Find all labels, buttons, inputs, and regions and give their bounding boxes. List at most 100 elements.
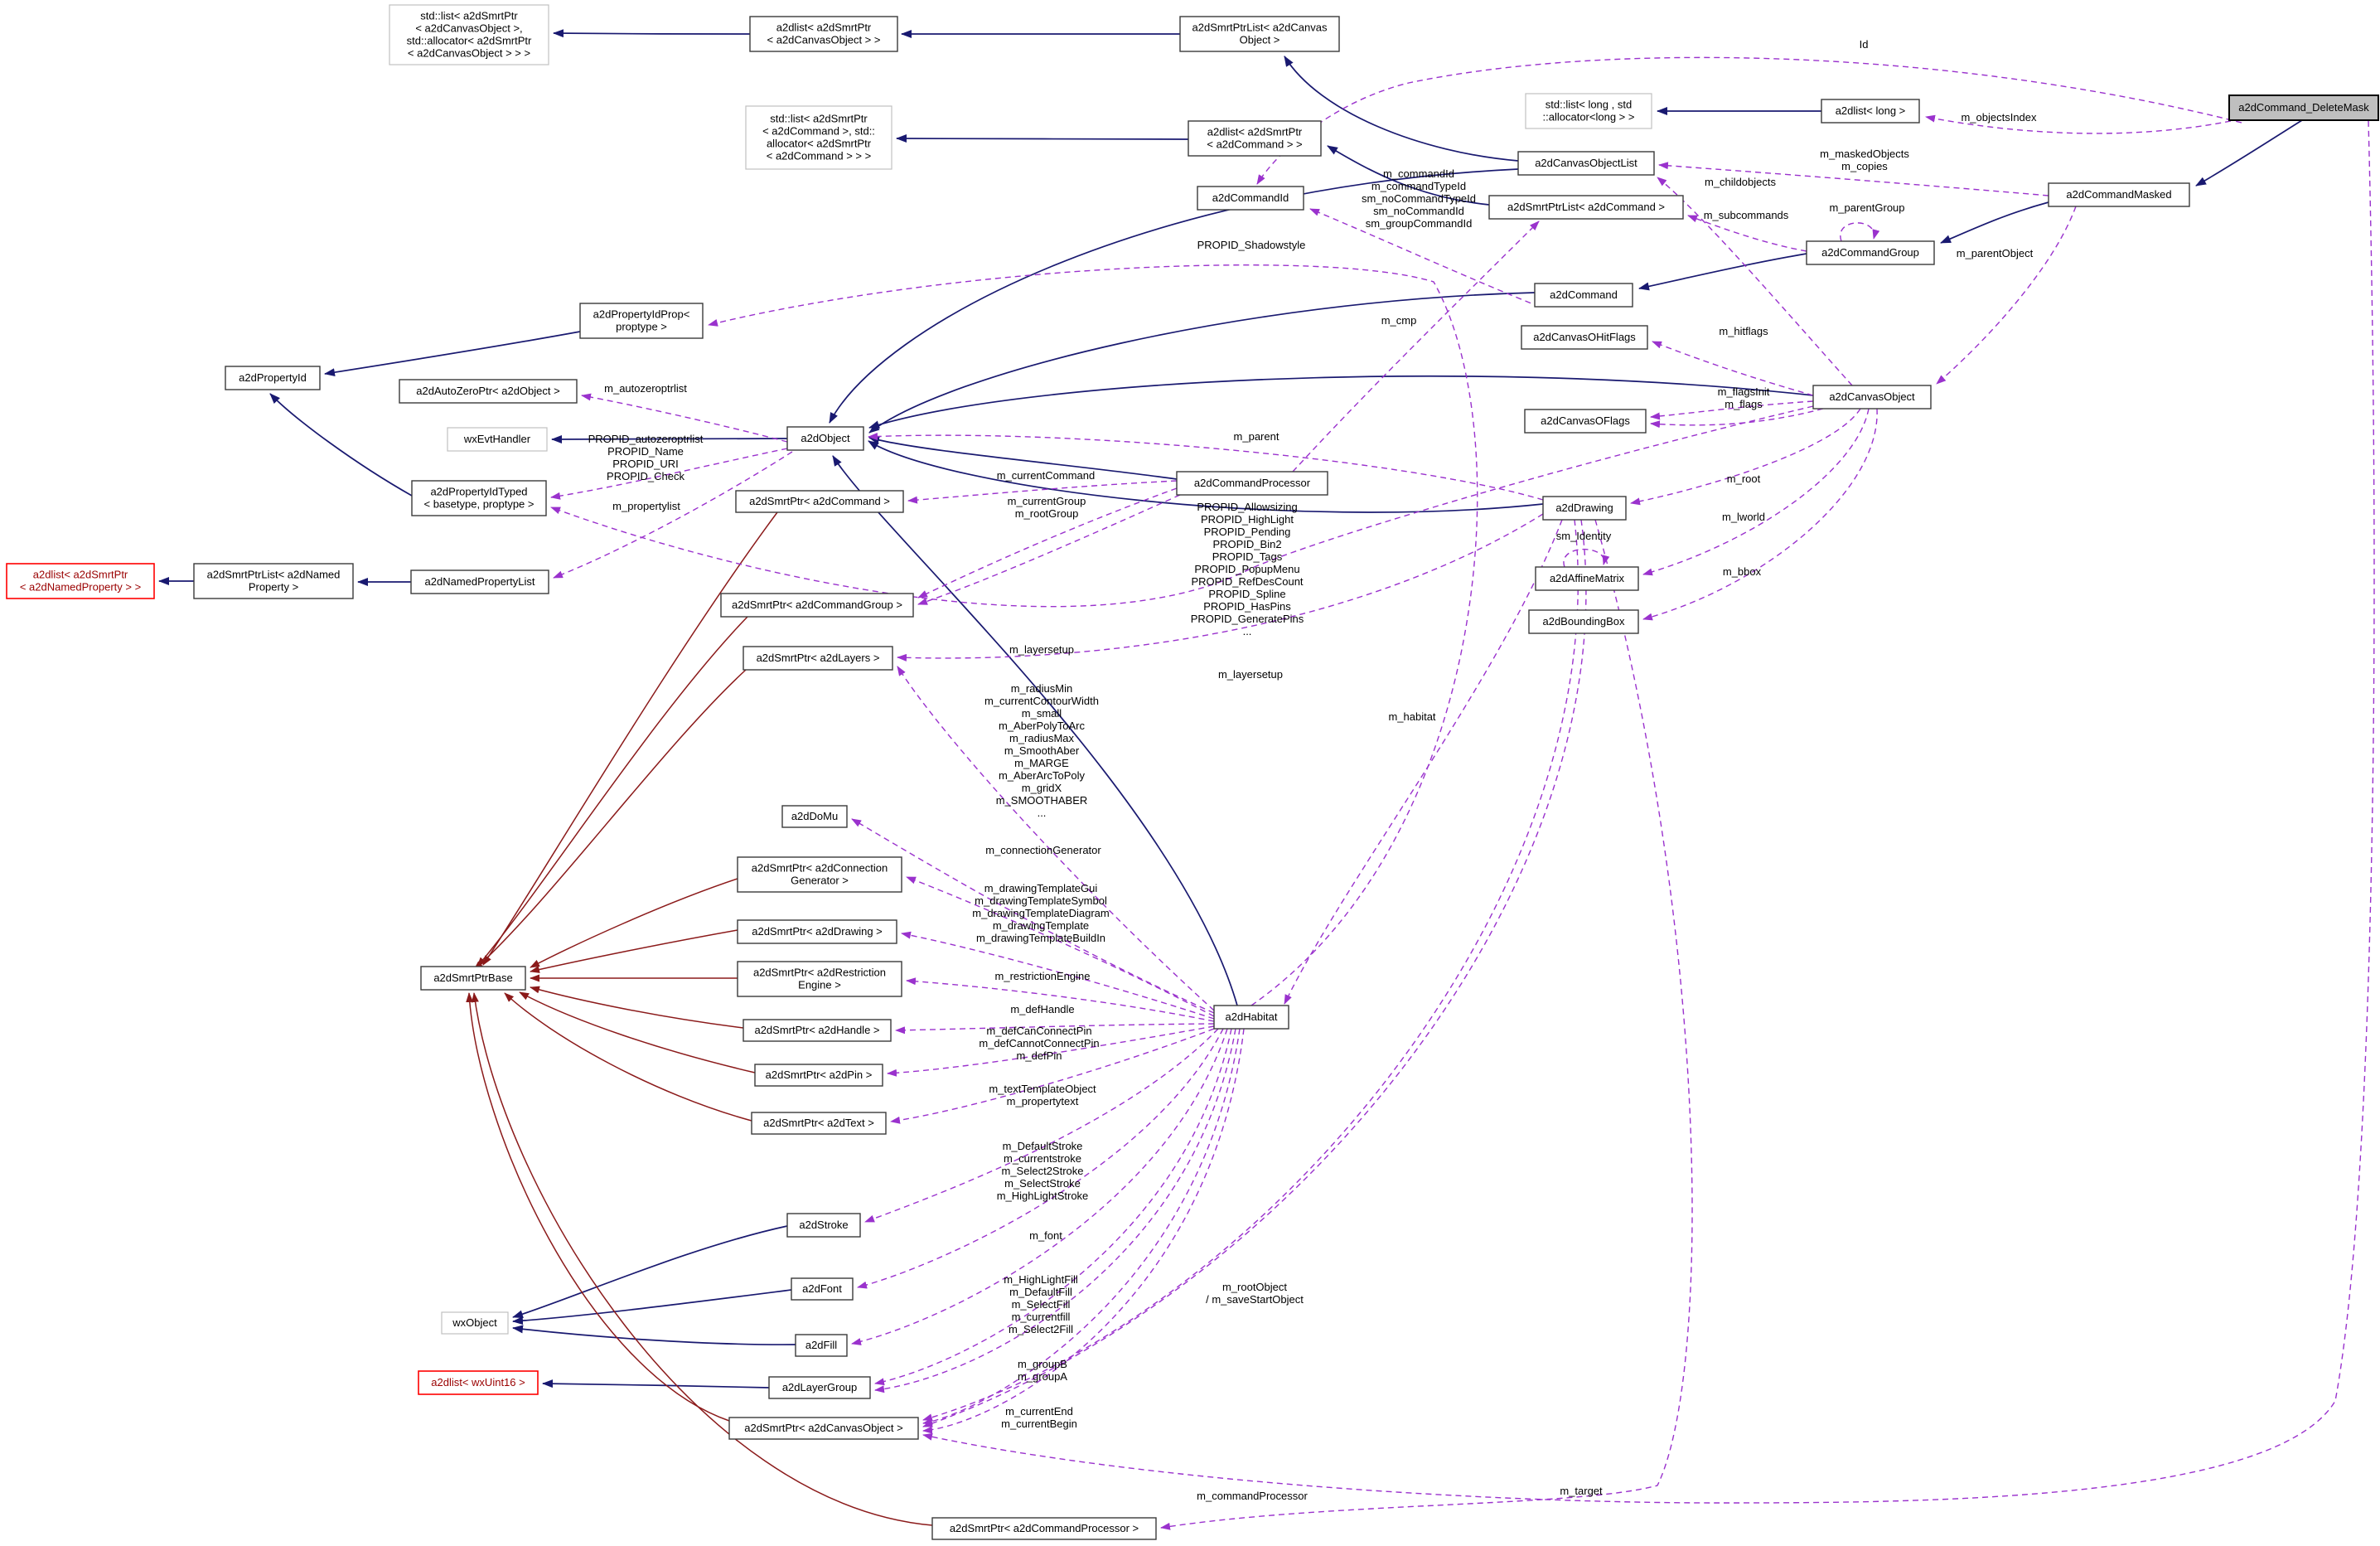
node-box-a2dsmrtptr-commandgroup[interactable] xyxy=(720,593,914,618)
node-a2dcommandgroup[interactable]: a2dCommandGroup xyxy=(1806,240,1935,265)
node-a2dpropertyidtyped[interactable]: a2dPropertyIdTyped< basetype, proptype > xyxy=(411,480,547,516)
node-a2dcommandmasked[interactable]: a2dCommandMasked xyxy=(2048,182,2190,207)
node-box-a2dsmrtptr-pin[interactable] xyxy=(754,1064,883,1087)
node-a2dobject[interactable]: a2dObject xyxy=(786,426,864,451)
node-a2dstroke[interactable]: a2dStroke xyxy=(786,1213,861,1238)
node-box-a2dcommandprocessor[interactable] xyxy=(1176,471,1328,496)
node-box-a2dstroke[interactable] xyxy=(786,1213,861,1238)
node-box-a2dfont[interactable] xyxy=(791,1277,854,1301)
node-box-a2dlist-wxuint16[interactable] xyxy=(418,1370,539,1395)
node-a2dcommand[interactable]: a2dCommand xyxy=(1534,283,1633,308)
node-box-a2dsmrtptr-text[interactable] xyxy=(751,1112,887,1135)
node-box-a2dlist-long[interactable] xyxy=(1821,99,1920,124)
node-a2dlist-wxuint16[interactable]: a2dlist< wxUint16 > xyxy=(418,1370,539,1395)
node-box-a2dpropertyidtyped[interactable] xyxy=(411,480,547,516)
node-box-a2dobject[interactable] xyxy=(786,426,864,451)
node-box-a2dautozeroptr[interactable] xyxy=(399,379,578,404)
node-box-std-list-long[interactable] xyxy=(1525,93,1652,129)
node-box-a2dlist-command[interactable] xyxy=(1188,120,1322,157)
node-a2dsmrtptr-drawing[interactable]: a2dSmrtPtr< a2dDrawing > xyxy=(737,919,897,944)
node-a2dnamedpropertylist[interactable]: a2dNamedPropertyList xyxy=(410,569,549,594)
node-box-a2dsmrtptr-handle[interactable] xyxy=(743,1019,892,1042)
node-box-a2dcommand[interactable] xyxy=(1534,283,1633,308)
node-box-a2dsmrtptr-restrictionengine[interactable] xyxy=(737,961,902,997)
node-box-a2dsmrtptr-canvasobject[interactable] xyxy=(728,1417,919,1440)
node-a2dpropertyid[interactable]: a2dPropertyId xyxy=(225,366,321,390)
node-box-a2dlayergroup[interactable] xyxy=(768,1376,871,1399)
node-a2dsmrtptrlist-command[interactable]: a2dSmrtPtrList< a2dCommand > xyxy=(1488,195,1684,220)
node-box-a2dcommand-deletemask[interactable] xyxy=(2228,95,2379,121)
node-a2ddomu[interactable]: a2dDoMu xyxy=(781,805,848,828)
node-box-a2daffinematrix[interactable] xyxy=(1535,566,1639,591)
node-box-a2dlist-namedproperty[interactable] xyxy=(6,563,155,599)
node-a2dsmrtptr-commandgroup[interactable]: a2dSmrtPtr< a2dCommandGroup > xyxy=(720,593,914,618)
node-a2dlist-command[interactable]: a2dlist< a2dSmrtPtr< a2dCommand > > xyxy=(1188,120,1322,157)
node-std-list-canvasobject[interactable]: std::list< a2dSmrtPtr< a2dCanvasObject >… xyxy=(389,4,549,65)
node-box-a2dsmrtptr-command[interactable] xyxy=(735,490,904,513)
node-box-a2ddrawing[interactable] xyxy=(1542,496,1627,521)
node-box-a2dhabitat[interactable] xyxy=(1213,1005,1289,1030)
node-box-a2dlist-canvasobject[interactable] xyxy=(749,16,898,52)
node-box-a2dnamedpropertylist[interactable] xyxy=(410,569,549,594)
node-a2dautozeroptr[interactable]: a2dAutoZeroPtr< a2dObject > xyxy=(399,379,578,404)
node-box-a2dcommandid[interactable] xyxy=(1197,186,1304,211)
node-box-a2dpropertyid[interactable] xyxy=(225,366,321,390)
node-a2dcommand-deletemask[interactable]: a2dCommand_DeleteMask xyxy=(2228,95,2379,121)
node-a2dcanvasobjectlist[interactable]: a2dCanvasObjectList xyxy=(1517,151,1655,176)
node-a2dsmrtptr-command[interactable]: a2dSmrtPtr< a2dCommand > xyxy=(735,490,904,513)
node-a2dlist-namedproperty[interactable]: a2dlist< a2dSmrtPtr< a2dNamedProperty > … xyxy=(6,563,155,599)
node-box-a2dcanvasobject[interactable] xyxy=(1812,385,1932,410)
node-box-a2dcanvasohitflags[interactable] xyxy=(1521,325,1648,350)
node-a2dsmrtptrbase[interactable]: a2dSmrtPtrBase xyxy=(420,966,526,991)
node-box-a2dcanvasobjectlist[interactable] xyxy=(1517,151,1655,176)
node-box-wxevthandler[interactable] xyxy=(447,427,548,452)
node-std-list-long[interactable]: std::list< long , std::allocator<long > … xyxy=(1525,93,1652,129)
node-a2dfont[interactable]: a2dFont xyxy=(791,1277,854,1301)
node-box-a2dsmrtptr-drawing[interactable] xyxy=(737,919,897,944)
node-a2dcanvasohitflags[interactable]: a2dCanvasOHitFlags xyxy=(1521,325,1648,350)
node-a2dsmrtptr-handle[interactable]: a2dSmrtPtr< a2dHandle > xyxy=(743,1019,892,1042)
node-a2dcommandid[interactable]: a2dCommandId xyxy=(1197,186,1304,211)
node-box-a2dsmrtptr-commandprocessor[interactable] xyxy=(931,1517,1157,1540)
node-box-std-list-canvasobject[interactable] xyxy=(389,4,549,65)
node-std-list-command[interactable]: std::list< a2dSmrtPtr< a2dCommand >, std… xyxy=(745,105,892,170)
node-a2dcommandprocessor[interactable]: a2dCommandProcessor xyxy=(1176,471,1328,496)
node-a2daffinematrix[interactable]: a2dAffineMatrix xyxy=(1535,566,1639,591)
node-box-a2ddomu[interactable] xyxy=(781,805,848,828)
node-box-a2dsmrtptr-connectiongenerator[interactable] xyxy=(737,856,902,893)
node-a2dfill[interactable]: a2dFill xyxy=(795,1334,848,1357)
node-box-a2dboundingbox[interactable] xyxy=(1528,609,1639,634)
node-a2dhabitat[interactable]: a2dHabitat xyxy=(1213,1005,1289,1030)
node-a2dsmrtptr-canvasobject[interactable]: a2dSmrtPtr< a2dCanvasObject > xyxy=(728,1417,919,1440)
node-box-a2dsmrtptrlist-namedproperty[interactable] xyxy=(193,563,354,599)
node-box-a2dsmrtptrlist-canvasobject[interactable] xyxy=(1179,16,1340,52)
node-box-std-list-command[interactable] xyxy=(745,105,892,170)
node-box-a2dcommandgroup[interactable] xyxy=(1806,240,1935,265)
node-box-a2dpropertyidprop[interactable] xyxy=(579,303,704,339)
node-box-wxobject[interactable] xyxy=(441,1311,509,1335)
node-box-a2dcommandmasked[interactable] xyxy=(2048,182,2190,207)
node-a2dsmrtptr-commandprocessor[interactable]: a2dSmrtPtr< a2dCommandProcessor > xyxy=(931,1517,1157,1540)
node-wxobject[interactable]: wxObject xyxy=(441,1311,509,1335)
node-box-a2dsmrtptrlist-command[interactable] xyxy=(1488,195,1684,220)
node-a2dlist-long[interactable]: a2dlist< long > xyxy=(1821,99,1920,124)
node-wxevthandler[interactable]: wxEvtHandler xyxy=(447,427,548,452)
node-a2dpropertyidprop[interactable]: a2dPropertyIdProp<proptype > xyxy=(579,303,704,339)
node-box-a2dfill[interactable] xyxy=(795,1334,848,1357)
node-a2dsmrtptr-text[interactable]: a2dSmrtPtr< a2dText > xyxy=(751,1112,887,1135)
node-box-a2dcanvasoflags[interactable] xyxy=(1524,409,1647,434)
node-a2dsmrtptr-layers[interactable]: a2dSmrtPtr< a2dLayers > xyxy=(743,646,893,671)
node-a2dsmrtptr-pin[interactable]: a2dSmrtPtr< a2dPin > xyxy=(754,1064,883,1087)
node-box-a2dsmrtptrbase[interactable] xyxy=(420,966,526,991)
node-a2dlayergroup[interactable]: a2dLayerGroup xyxy=(768,1376,871,1399)
node-a2dlist-canvasobject[interactable]: a2dlist< a2dSmrtPtr< a2dCanvasObject > > xyxy=(749,16,898,52)
node-box-a2dsmrtptr-layers[interactable] xyxy=(743,646,893,671)
node-a2dcanvasobject[interactable]: a2dCanvasObject xyxy=(1812,385,1932,410)
node-a2dcanvasoflags[interactable]: a2dCanvasOFlags xyxy=(1524,409,1647,434)
node-a2dboundingbox[interactable]: a2dBoundingBox xyxy=(1528,609,1639,634)
node-a2ddrawing[interactable]: a2dDrawing xyxy=(1542,496,1627,521)
